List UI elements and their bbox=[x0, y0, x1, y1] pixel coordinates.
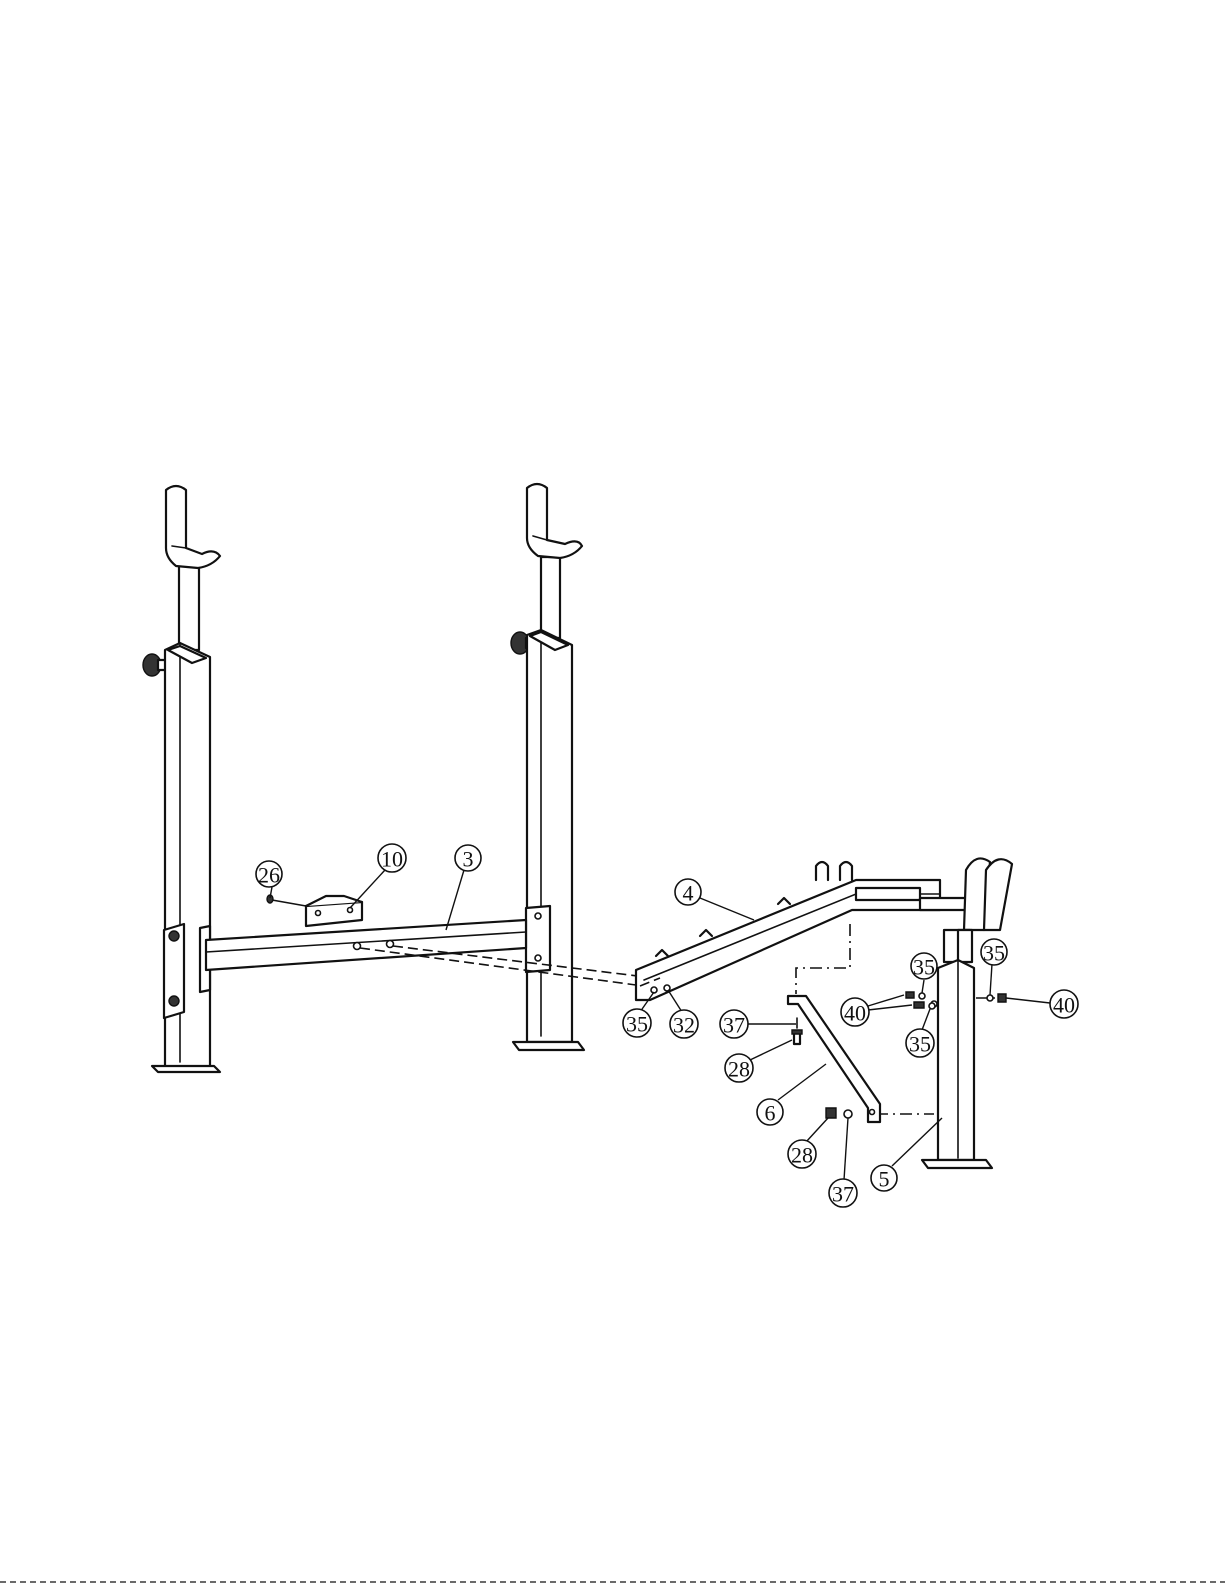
bolt-40-right bbox=[987, 994, 1006, 1002]
bolt-28-upper bbox=[792, 1030, 802, 1044]
bolt-26 bbox=[267, 895, 306, 906]
callout-40-right-label: 40 bbox=[1053, 993, 1075, 1018]
callout-26-label: 26 bbox=[258, 863, 280, 888]
callout-37-upper-label: 37 bbox=[723, 1013, 745, 1038]
callout-6: 6 bbox=[757, 1064, 826, 1126]
callout-28-upper: 28 bbox=[725, 1040, 792, 1082]
washer-37-lower bbox=[844, 1110, 852, 1118]
bolt-28-lower bbox=[826, 1108, 836, 1118]
callout-28-lower: 28 bbox=[788, 1118, 828, 1168]
callout-10: 10 bbox=[350, 844, 406, 908]
callout-4: 4 bbox=[675, 879, 754, 920]
callout-35-mid-label: 35 bbox=[909, 1032, 931, 1057]
callout-35-top: 35 bbox=[911, 953, 937, 993]
callout-35-right: 35 bbox=[981, 939, 1007, 995]
callout-32-label: 32 bbox=[673, 1013, 695, 1038]
callout-40-left-label: 40 bbox=[844, 1001, 866, 1026]
callout-35-top-label: 35 bbox=[913, 955, 935, 980]
callout-3: 3 bbox=[446, 845, 481, 930]
callout-28-lower-label: 28 bbox=[791, 1143, 813, 1168]
cross-bar bbox=[206, 920, 654, 985]
callout-35-mid: 35 bbox=[906, 1009, 934, 1057]
callout-37-lower: 37 bbox=[829, 1118, 857, 1207]
callout-6-label: 6 bbox=[765, 1101, 776, 1126]
callout-40-right: 40 bbox=[1006, 990, 1078, 1018]
bracket-plate bbox=[306, 896, 362, 926]
callout-5: 5 bbox=[871, 1118, 942, 1192]
callout-37-lower-label: 37 bbox=[832, 1182, 854, 1207]
rear-leg bbox=[876, 960, 1002, 1168]
left-upright bbox=[143, 486, 220, 1072]
callout-40-left: 40 bbox=[841, 995, 912, 1026]
callout-26: 26 bbox=[256, 861, 282, 898]
callout-28-upper-label: 28 bbox=[728, 1057, 750, 1082]
callout-32: 32 bbox=[668, 990, 698, 1038]
callout-35-right-label: 35 bbox=[983, 941, 1005, 966]
callout-4-label: 4 bbox=[683, 881, 694, 906]
callout-3-label: 3 bbox=[463, 847, 474, 872]
callout-10-label: 10 bbox=[381, 847, 403, 872]
callout-37-upper: 37 bbox=[720, 1010, 796, 1038]
callout-5-label: 5 bbox=[879, 1167, 890, 1192]
bolts-40-left bbox=[906, 992, 935, 1009]
callout-35-frame-label: 35 bbox=[626, 1012, 648, 1037]
